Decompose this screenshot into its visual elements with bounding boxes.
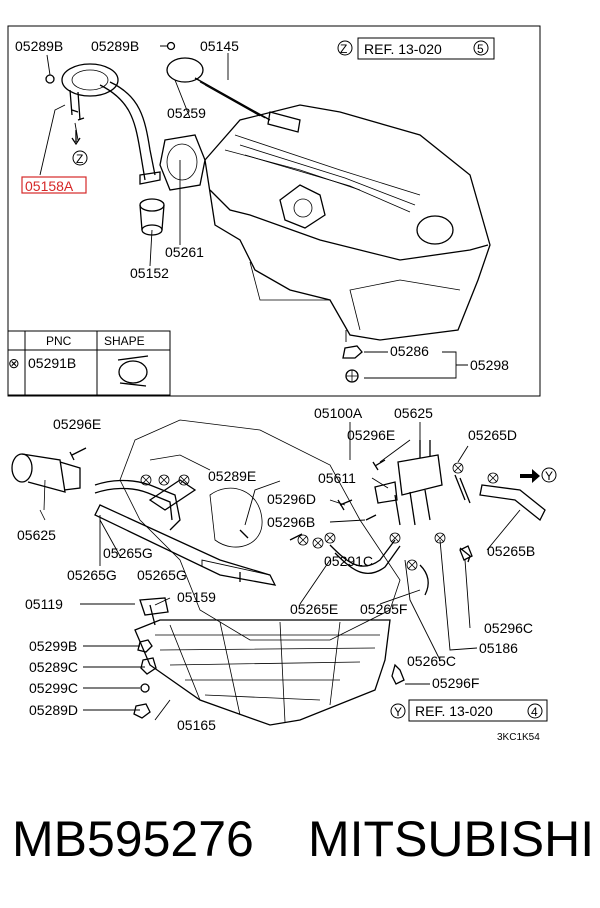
bolt-icon (166, 41, 176, 51)
filter-drawing (139, 198, 165, 236)
label-05296D: 05296D (267, 491, 316, 507)
valve-icon (391, 663, 405, 685)
label-05625-left: 05625 (17, 527, 56, 543)
leader-lines (345, 330, 468, 379)
legend-col-shape: SHAPE (104, 334, 145, 348)
clamp-marks (140, 462, 499, 571)
bracket-drawing (139, 597, 169, 626)
canister-drawing (374, 440, 443, 526)
frame-outline-drawing (119, 419, 401, 641)
ref-num-top: 5 (477, 42, 484, 56)
label-05100A: 05100A (314, 405, 363, 421)
label-05265B: 05265B (487, 543, 535, 559)
label-05296E-left: 05296E (53, 416, 101, 432)
highlight-box-05158A (21, 176, 87, 194)
label-05152: 05152 (130, 265, 169, 281)
label-05289D: 05289D (29, 702, 78, 718)
label-05296B: 05296B (267, 514, 315, 530)
marker-y-text: Y (545, 469, 553, 483)
ref-box-top (357, 37, 495, 60)
marker-y-circle (541, 467, 557, 483)
bolt-icon (372, 459, 386, 471)
label-05158A: 05158A (25, 178, 74, 194)
label-05261: 05261 (165, 244, 204, 260)
hoses-drawing (94, 474, 546, 596)
label-05289B-a: 05289B (15, 38, 63, 54)
label-05299B: 05299B (29, 638, 77, 654)
marker-y-text-bottom: Y (394, 705, 402, 719)
parts-diagram: Z REF. 13-020 5 05289B 05289B 05145 0525… (7, 25, 557, 743)
nut-icon (133, 703, 151, 719)
legend-col-pnc: PNC (46, 334, 72, 348)
bolt-icon (69, 447, 87, 461)
ref-label-top: REF. 13-020 (364, 41, 442, 57)
nut-icon (137, 639, 153, 653)
fuel-pump-left-drawing (11, 453, 81, 521)
ref-num-bottom: 4 (531, 705, 538, 719)
arrow-right-icon (520, 469, 540, 483)
label-05289E: 05289E (208, 468, 256, 484)
bolt-icon (45, 74, 55, 84)
marker-z-text: Z (340, 42, 347, 56)
label-05296F: 05296F (432, 675, 479, 691)
legend-table: PNC SHAPE ⊗ 05291B (7, 330, 171, 396)
brand-name: MITSUBISHI (308, 811, 595, 867)
label-05296E-top: 05296E (347, 427, 395, 443)
bolt-icon (459, 547, 471, 563)
label-05265G-b: 05265G (67, 567, 117, 583)
diagram-code: 3KC1K54 (497, 732, 540, 743)
bolt-icon (239, 529, 249, 539)
ref-box-bottom (408, 699, 548, 722)
fuel-tank-top-drawing (204, 104, 491, 341)
washer-icon (140, 683, 150, 693)
drain-plug-drawing (342, 345, 363, 383)
label-05145: 05145 (200, 38, 239, 54)
fuel-sender-unit-drawing (61, 63, 161, 185)
label-05625-top: 05625 (394, 405, 433, 421)
nut-icon (140, 657, 157, 675)
top-section-frame (7, 25, 541, 397)
clamp-shape-icon (117, 355, 149, 387)
label-05159: 05159 (177, 589, 216, 605)
leader-lines (39, 45, 229, 267)
label-05265C: 05265C (407, 653, 456, 669)
label-05265G-c: 05265G (137, 567, 187, 583)
label-05299C: 05299C (29, 680, 78, 696)
label-05165: 05165 (177, 717, 216, 733)
label-05259: 05259 (167, 105, 206, 121)
leader-lines (80, 422, 521, 721)
label-05265D: 05265D (468, 427, 517, 443)
label-05265G-a: 05265G (103, 545, 153, 561)
label-05298: 05298 (470, 357, 509, 373)
ref-num-circle-top (473, 40, 489, 56)
label-05286: 05286 (390, 343, 429, 359)
valve-icon (459, 545, 473, 561)
label-05119: 05119 (25, 596, 63, 612)
legend-row-pnc: 05291B (28, 355, 76, 371)
marker-z-circle (337, 40, 353, 56)
gasket-drawing (159, 134, 206, 191)
label-05186: 05186 (479, 640, 518, 656)
bolt-icon (289, 533, 303, 541)
ref-num-circle-bottom (527, 703, 543, 719)
part-number: MB595276 (12, 811, 254, 867)
marker-z-circle-left (72, 150, 88, 166)
label-05265F: 05265F (360, 601, 407, 617)
label-05289C: 05289C (29, 659, 78, 675)
footer: MB595276 MITSUBISHI (0, 800, 600, 880)
marker-z-text-left: Z (76, 152, 83, 166)
pump-cap-drawing (166, 57, 271, 121)
legend-row-mark: ⊗ (8, 355, 20, 371)
bolt-icon (365, 514, 377, 521)
marker-y-circle-bottom (390, 703, 406, 719)
label-05265E: 05265E (290, 601, 338, 617)
fuel-tank-bottom-drawing (134, 619, 391, 726)
label-05296C: 05296C (484, 620, 533, 636)
ref-label-bottom: REF. 13-020 (415, 703, 493, 719)
label-05289B-b: 05289B (91, 38, 139, 54)
